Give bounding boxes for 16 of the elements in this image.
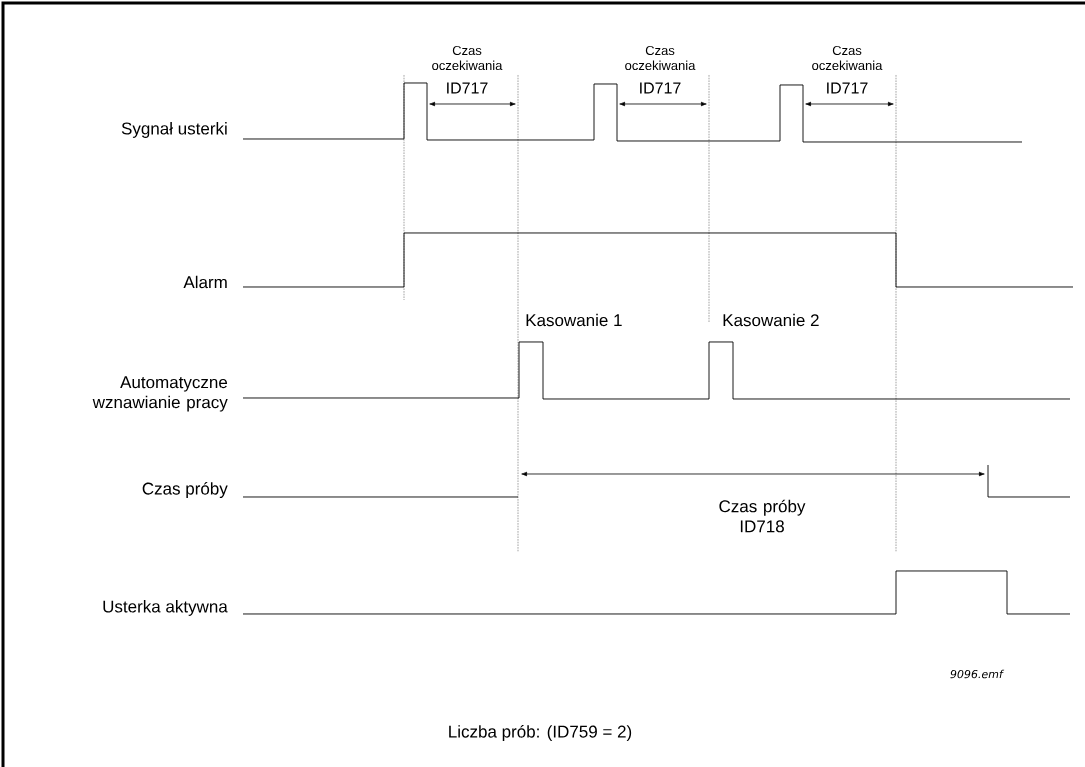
parameter-label: ID717	[827, 82, 868, 94]
caption: Liczba prób: (ID759 = 2)	[449, 724, 632, 741]
parameter-label: ID717	[447, 82, 488, 94]
interval-label: Czas oczekiwania	[625, 45, 696, 71]
signal-name: Automatyczne wznawianie pracy	[92, 376, 228, 412]
signal-name: Sygnał usterki	[121, 122, 227, 138]
signal-name: Czas próby	[142, 481, 228, 498]
interval-label: Czas próby ID718	[719, 499, 806, 533]
interval-label: Czas oczekiwania	[432, 45, 503, 71]
pulse-label: Kasowanie 2	[723, 313, 819, 327]
signal-name: Usterka aktywna	[103, 600, 228, 616]
file-name: 9096.emf	[950, 669, 1005, 679]
signal-name: Alarm	[183, 275, 227, 289]
parameter-label: ID717	[640, 82, 681, 94]
interval-label: Czas oczekiwania	[812, 45, 883, 71]
pulse-label: Kasowanie 1	[526, 313, 622, 327]
